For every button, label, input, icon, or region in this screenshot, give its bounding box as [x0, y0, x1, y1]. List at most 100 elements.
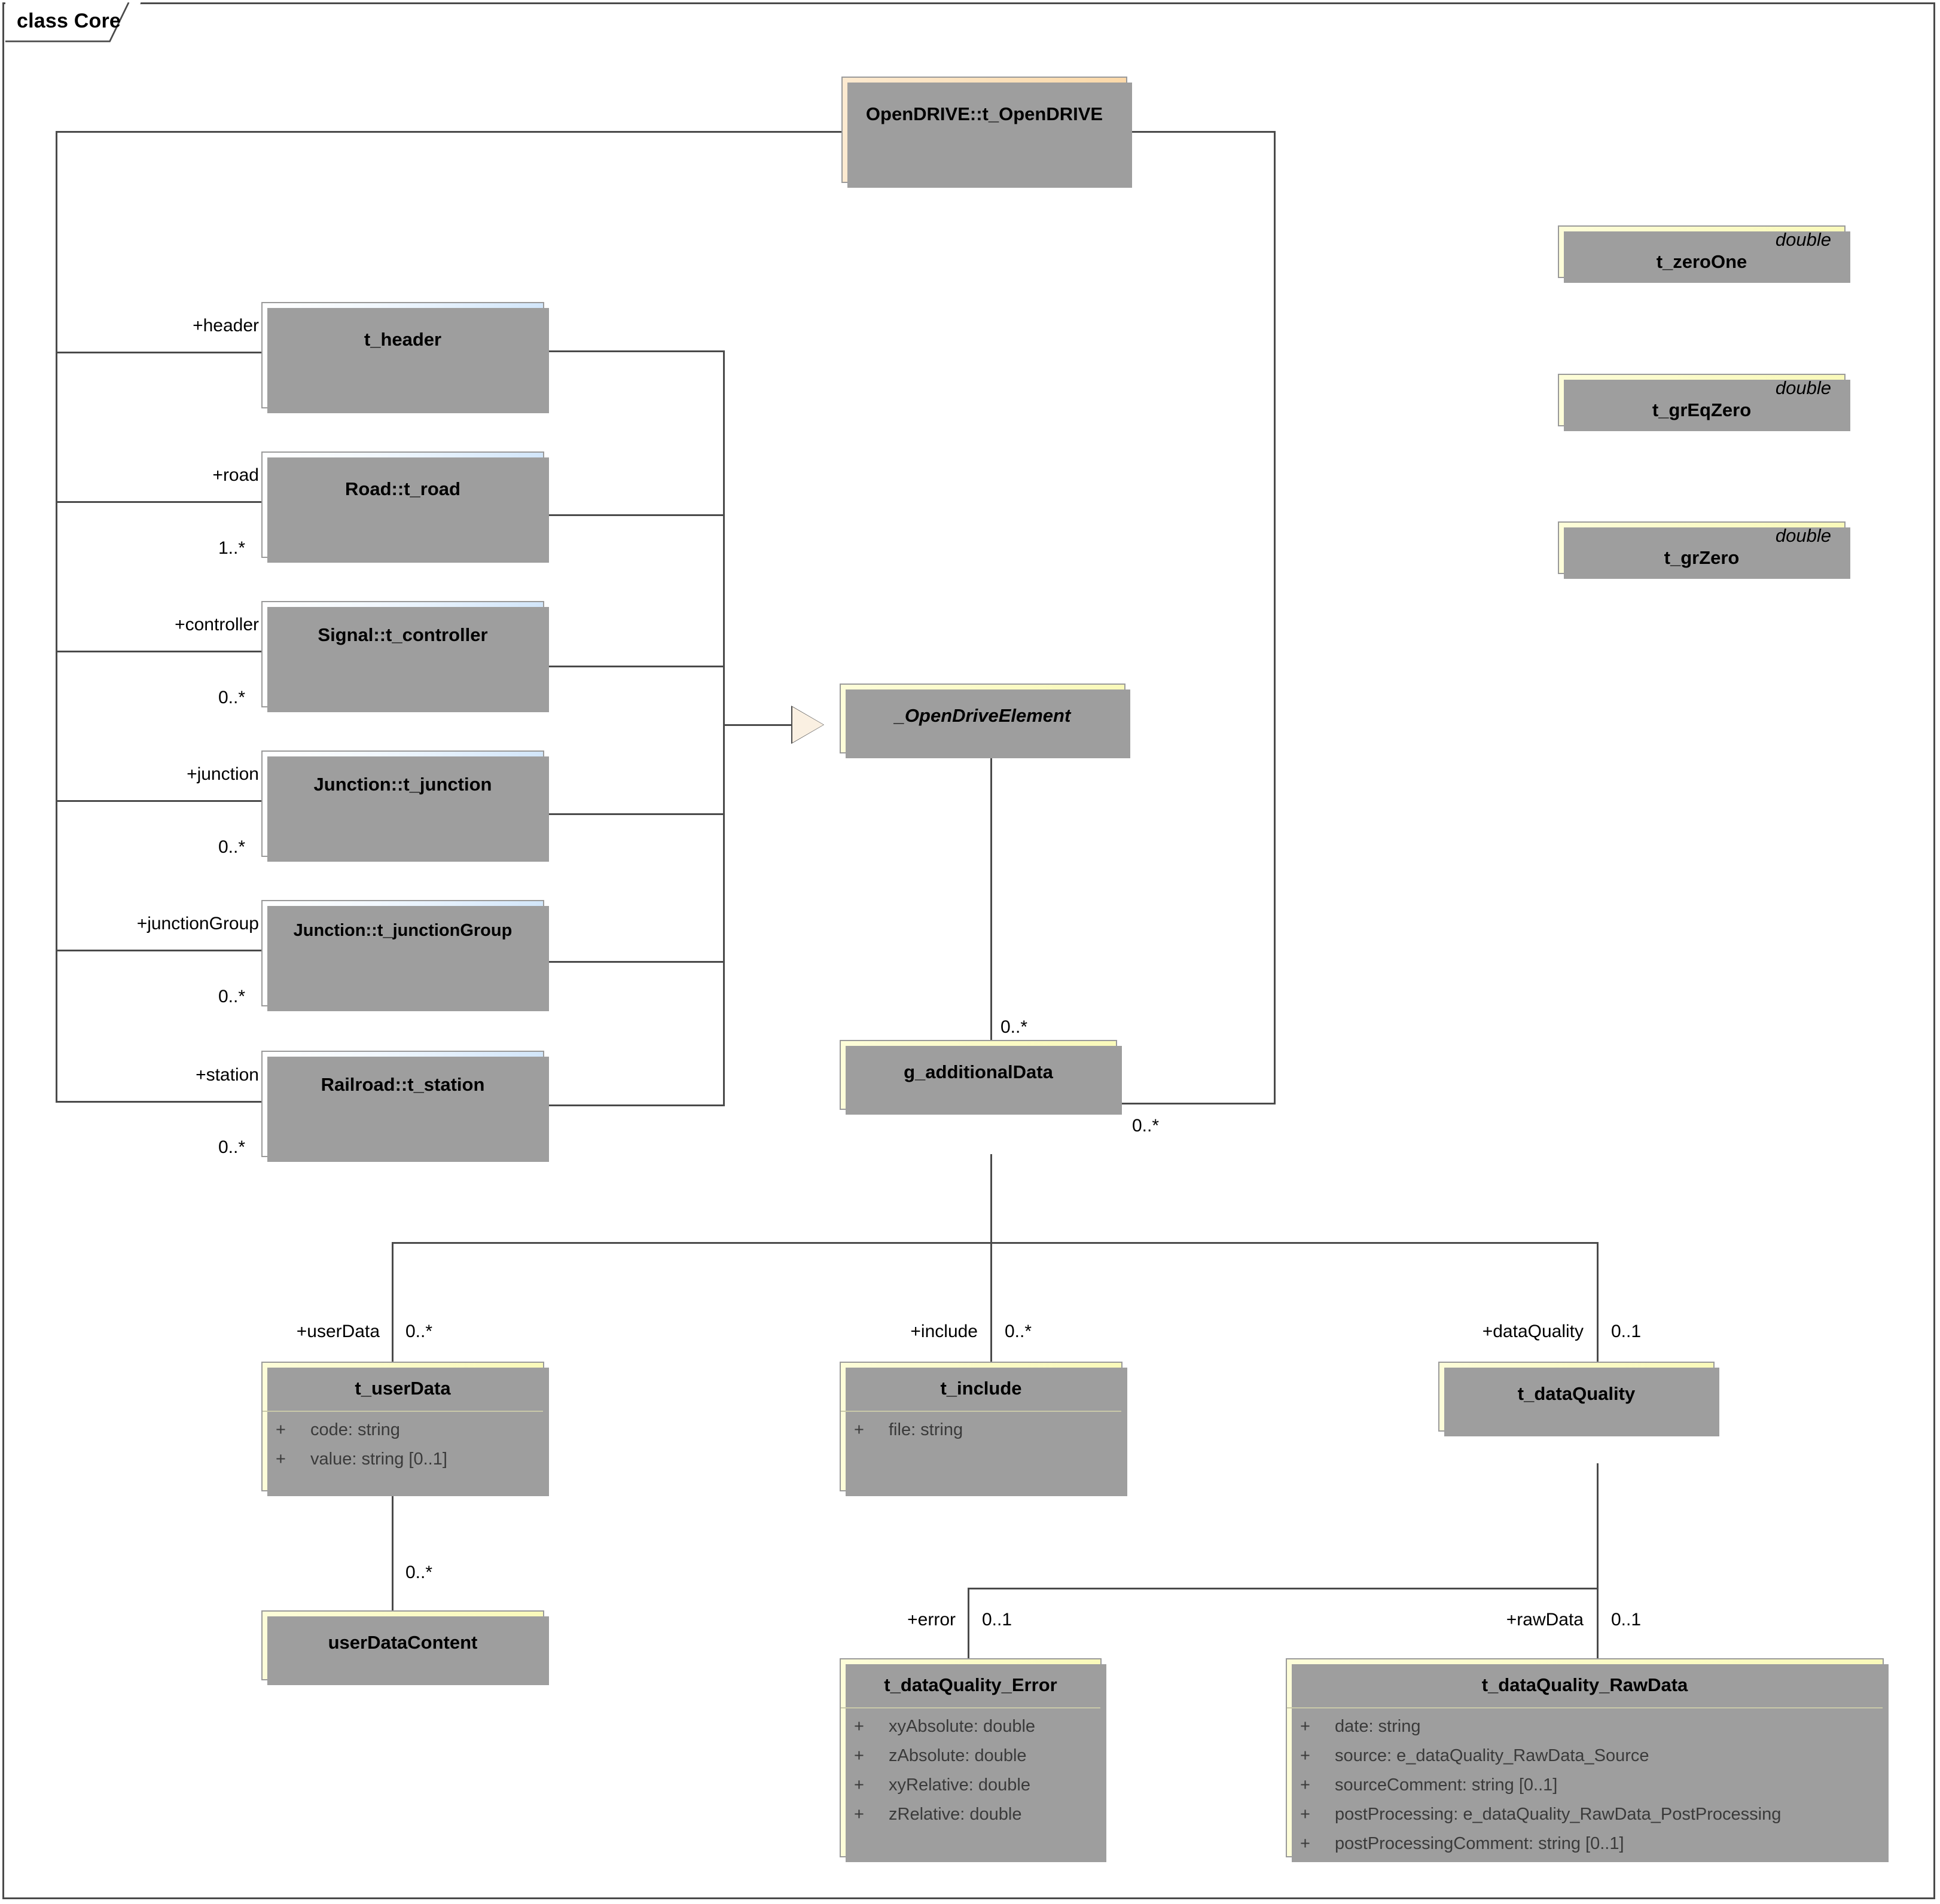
connector-branch-junctiongroup — [56, 950, 261, 951]
attribute-text: zRelative: double — [889, 1805, 1022, 1824]
class-box-junctiongroup[interactable]: Junction::t_junctionGroup — [261, 900, 549, 1011]
class-name-userdatacontent: userDataContent — [328, 1632, 478, 1653]
class-box-userdatacontent[interactable]: userDataContent — [261, 1610, 549, 1685]
class-name-opendriveelement: _OpenDriveElement — [894, 705, 1071, 726]
box-shadow — [1292, 1664, 1889, 1862]
compartment-separator — [841, 1707, 1100, 1708]
class-box-opendrive[interactable]: OpenDRIVE::t_OpenDRIVE — [841, 77, 1132, 188]
class-name-road: Road::t_road — [345, 478, 460, 499]
attribute-row: + code: string — [263, 1420, 543, 1450]
box-shadow — [267, 1616, 549, 1685]
class-name-opendrive: OpenDRIVE::t_OpenDRIVE — [865, 103, 1103, 124]
connector-additional-right — [1117, 1103, 1276, 1104]
assoc-label-include-role: +include — [910, 1322, 978, 1341]
datatype-box-grzero[interactable]: double t_grZero — [1558, 521, 1850, 579]
datatype-stereotype-zeroone: double — [1775, 229, 1831, 250]
attribute-text: source: e_dataQuality_RawData_Source — [1335, 1746, 1649, 1765]
class-box-header[interactable]: t_header — [261, 302, 549, 413]
assoc-label-header-role: +header — [193, 316, 259, 335]
attribute-text: value: string [0..1] — [310, 1450, 447, 1469]
compartment-separator — [841, 1411, 1121, 1412]
attribute-visibility: + — [1300, 1746, 1310, 1765]
box-shadow — [267, 756, 549, 862]
assoc-label-userdata-mult: 0..* — [405, 1322, 433, 1341]
attribute-visibility: + — [1300, 1775, 1310, 1795]
class-box-road[interactable]: Road::t_road — [261, 451, 549, 563]
assoc-label-error-mult: 0..1 — [982, 1610, 1012, 1630]
attribute-list-dataquality-error: + xyAbsolute: double + zAbsolute: double… — [841, 1717, 1100, 1834]
generalization-stub-junctiongroup — [544, 961, 725, 963]
assoc-label-junctiongroup-role: +junctionGroup — [136, 914, 259, 933]
attribute-text: file: string — [889, 1420, 963, 1439]
class-box-dataquality-rawdata[interactable]: t_dataQuality_RawData + date: string + s… — [1286, 1658, 1889, 1862]
box-shadow — [1564, 380, 1850, 431]
attribute-list-include: + file: string — [841, 1420, 1121, 1450]
datatype-box-zeroone[interactable]: double t_zeroOne — [1558, 225, 1850, 283]
class-box-junction[interactable]: Junction::t_junction — [261, 750, 549, 862]
attribute-row: + file: string — [841, 1420, 1121, 1450]
class-name-station: Railroad::t_station — [321, 1074, 485, 1095]
class-box-include[interactable]: t_include + file: string — [840, 1362, 1127, 1496]
class-name-include: t_include — [940, 1378, 1022, 1399]
diagram-title: class Core — [17, 10, 121, 32]
attribute-row: + postProcessing: e_dataQuality_RawData_… — [1287, 1805, 1883, 1834]
assoc-label-station-role: +station — [196, 1065, 259, 1085]
class-name-header: t_header — [364, 329, 442, 350]
class-name-junction: Junction::t_junction — [313, 774, 492, 795]
attribute-row: + zAbsolute: double — [841, 1746, 1100, 1775]
generalization-stub-header — [544, 350, 725, 352]
attribute-row: + sourceComment: string [0..1] — [1287, 1775, 1883, 1805]
connector-dataquality-down — [1597, 1463, 1599, 1589]
box-shadow — [267, 607, 549, 712]
connector-additional-up — [1274, 131, 1276, 1104]
class-box-userdata[interactable]: t_userData + code: string + value: strin… — [261, 1362, 549, 1496]
box-shadow — [846, 1368, 1127, 1496]
attribute-visibility: + — [1300, 1717, 1310, 1736]
box-shadow — [846, 689, 1130, 758]
attribute-row: + source: e_dataQuality_RawData_Source — [1287, 1746, 1883, 1775]
box-shadow — [267, 1368, 549, 1496]
class-box-dataquality-error[interactable]: t_dataQuality_Error + xyAbsolute: double… — [840, 1658, 1106, 1862]
datatype-box-greqzero[interactable]: double t_grEqZero — [1558, 374, 1850, 431]
connector-branch-road — [56, 501, 261, 503]
attribute-visibility: + — [276, 1420, 286, 1439]
attribute-visibility: + — [276, 1450, 286, 1469]
assoc-label-userdatacontent-mult: 0..* — [405, 1563, 433, 1582]
generalization-stub-road — [544, 514, 725, 516]
assoc-label-dataquality-role: +dataQuality — [1482, 1322, 1584, 1341]
datatype-name-grzero: t_grZero — [1664, 547, 1740, 568]
connector-drop-error — [968, 1588, 969, 1658]
assoc-label-rawdata-mult: 0..1 — [1611, 1610, 1642, 1630]
datatype-stereotype-greqzero: double — [1775, 377, 1831, 398]
attribute-visibility: + — [1300, 1834, 1310, 1853]
attribute-text: sourceComment: string [0..1] — [1335, 1775, 1558, 1795]
connector-opendrive-top — [56, 131, 841, 133]
assoc-label-element-additional-mult: 0..* — [1000, 1017, 1028, 1037]
connector-bottom-bus — [392, 1242, 1599, 1244]
class-box-opendriveelement[interactable]: _OpenDriveElement — [840, 684, 1130, 758]
attribute-row: + xyAbsolute: double — [841, 1717, 1100, 1746]
box-shadow — [847, 83, 1132, 188]
connector-element-to-additional — [990, 753, 992, 1070]
connector-drop-dataquality — [1597, 1242, 1599, 1362]
connector-opendrive-right — [1127, 131, 1276, 133]
assoc-label-dataquality-mult: 0..1 — [1611, 1322, 1642, 1341]
class-box-station[interactable]: Railroad::t_station — [261, 1051, 549, 1162]
generalization-arrow-icon — [792, 707, 823, 743]
class-box-dataquality[interactable]: t_dataQuality — [1438, 1362, 1719, 1436]
datatype-name-zeroone: t_zeroOne — [1656, 251, 1747, 272]
class-box-additionaldata[interactable]: g_additionalData — [840, 1040, 1122, 1115]
generalization-stub-controller — [544, 666, 725, 667]
assoc-label-junction-mult: 0..* — [218, 837, 245, 857]
attribute-text: postProcessingComment: string [0..1] — [1335, 1834, 1624, 1853]
assoc-label-road-mult: 1..* — [218, 538, 245, 558]
attribute-text: code: string — [310, 1420, 400, 1439]
class-name-controller: Signal::t_controller — [318, 624, 488, 645]
box-shadow — [1444, 1368, 1719, 1436]
box-shadow — [267, 308, 549, 413]
class-box-controller[interactable]: Signal::t_controller — [261, 601, 549, 712]
assoc-label-road-role: +road — [212, 465, 259, 485]
assoc-label-station-mult: 0..* — [218, 1137, 245, 1157]
assoc-label-include-mult: 0..* — [1005, 1322, 1032, 1341]
